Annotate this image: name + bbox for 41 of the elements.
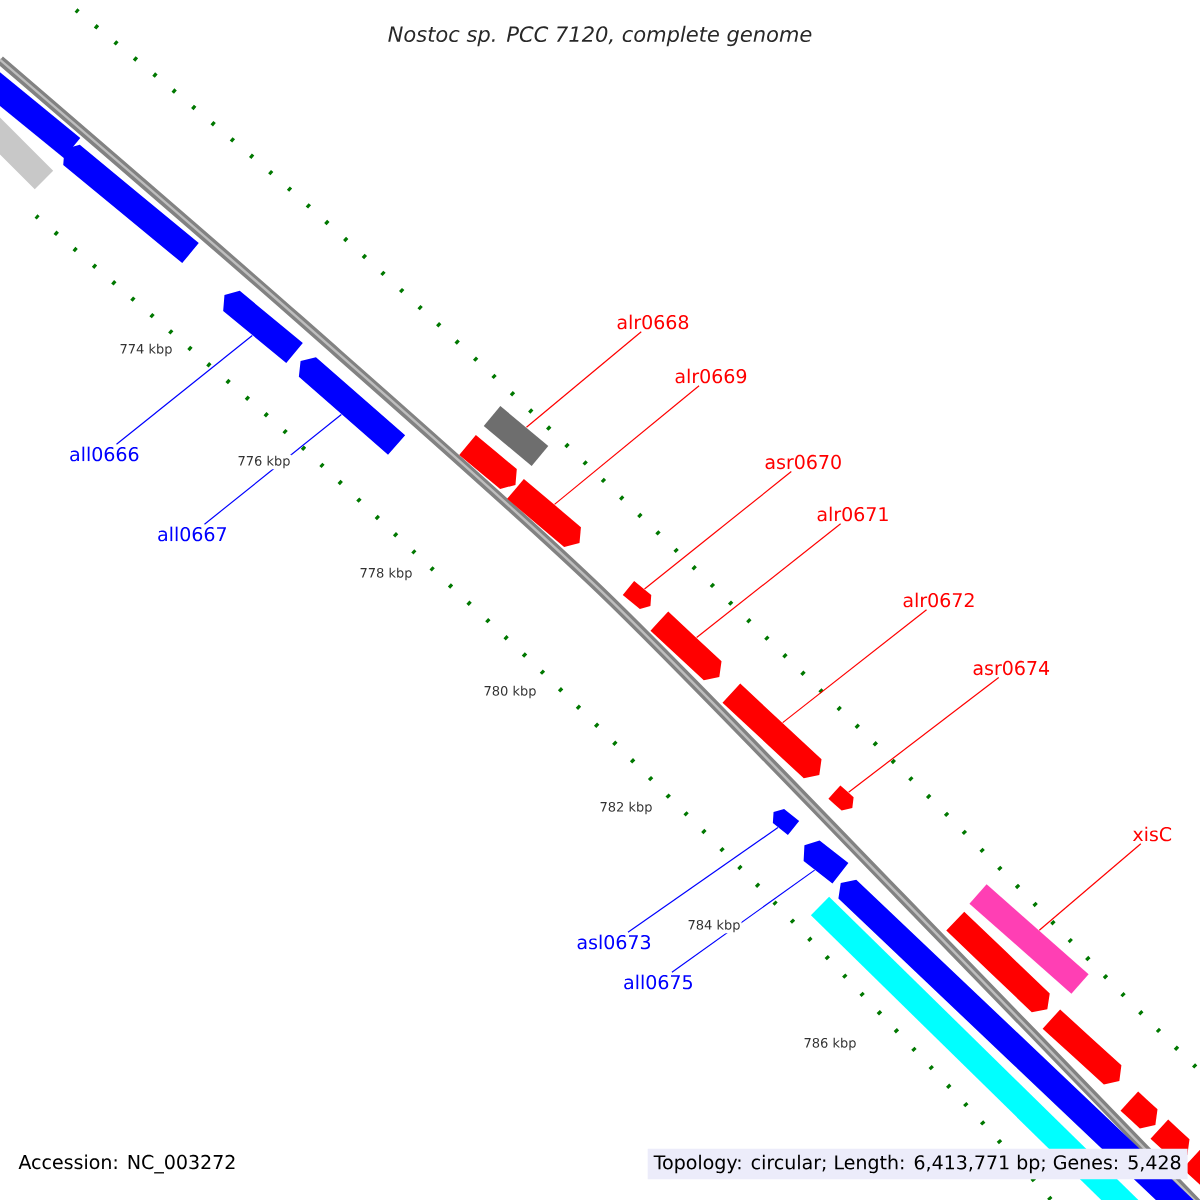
gene-feature <box>1120 1091 1158 1129</box>
gene-label: alr0668 <box>617 314 689 330</box>
gene-label: asl0673 <box>577 934 651 950</box>
gene-feature <box>828 785 854 811</box>
gene-feature <box>946 911 1050 1013</box>
gene-label: asr0670 <box>765 454 841 470</box>
leader-line <box>643 470 792 590</box>
leader-line <box>696 523 842 639</box>
leader-line <box>671 869 816 973</box>
leader-line <box>115 334 253 445</box>
leader-line <box>627 827 779 933</box>
gene-feature <box>722 683 822 779</box>
gene-label: xisC <box>1132 826 1172 842</box>
accession-text: Accession: NC_003272 <box>18 1154 235 1174</box>
gene-feature <box>1042 1009 1122 1085</box>
leader-line <box>525 331 642 428</box>
gene-label: alr0669 <box>675 368 747 384</box>
gene-label: asr0674 <box>973 660 1050 676</box>
leader-line <box>553 385 700 505</box>
gene-label: alr0672 <box>903 592 974 608</box>
gene-label: all0667 <box>158 526 226 542</box>
gene-feature <box>622 581 652 609</box>
genome-info-text: Topology: circular; Length: 6,413,771 bp; Genes: 5,428 <box>647 1148 1188 1180</box>
gene-label: all0666 <box>70 446 139 462</box>
gene-feature <box>483 406 549 466</box>
leader-line <box>1038 843 1142 931</box>
leader-line <box>848 677 1000 793</box>
gene-feature <box>63 144 199 264</box>
leader-line <box>782 609 928 724</box>
gene-feature <box>298 357 406 455</box>
gene-feature <box>803 840 849 884</box>
gene-feature <box>223 290 303 364</box>
gene-feature <box>650 611 722 681</box>
title: Nostoc sp. PCC 7120, complete genome <box>388 25 812 47</box>
gene-feature <box>507 479 581 547</box>
gene-feature <box>459 434 517 490</box>
leader-line <box>203 413 342 525</box>
gene-feature <box>969 884 1089 994</box>
gene-feature <box>772 808 800 836</box>
gene-label: all0675 <box>624 974 692 990</box>
gene-label: alr0671 <box>817 506 888 522</box>
